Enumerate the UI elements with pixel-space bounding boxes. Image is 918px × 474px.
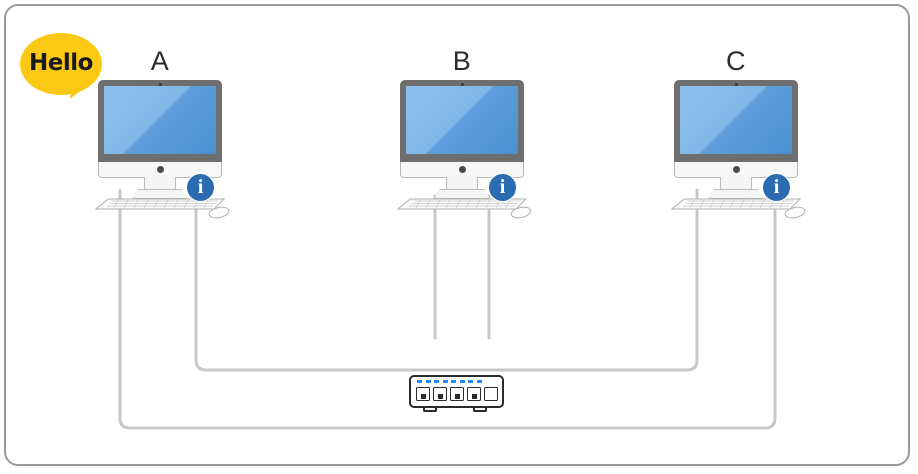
switch-led bbox=[451, 380, 456, 383]
webcam-dot-icon bbox=[460, 82, 464, 86]
screen bbox=[680, 86, 792, 154]
switch-led bbox=[442, 380, 448, 383]
speech-bubble-body-icon bbox=[20, 33, 102, 95]
switch-led bbox=[434, 380, 439, 383]
workstation-a-label: A bbox=[150, 46, 170, 76]
workstation-c[interactable]: C i bbox=[666, 46, 806, 219]
monitor-stand-neck bbox=[720, 177, 752, 191]
workstation-b[interactable]: B i bbox=[392, 46, 532, 219]
monitor-icon bbox=[400, 80, 524, 162]
switch-foot bbox=[423, 407, 437, 412]
mouse-icon bbox=[784, 206, 806, 219]
switch-port-row bbox=[416, 387, 498, 401]
switch-port-rj45[interactable] bbox=[467, 387, 481, 401]
apple-logo-dot-icon bbox=[732, 166, 740, 173]
speech-bubble: Hello bbox=[20, 33, 102, 103]
switch-led bbox=[417, 380, 422, 383]
apple-logo-dot-icon bbox=[458, 166, 466, 173]
monitor-stand-neck bbox=[446, 177, 478, 191]
info-icon[interactable]: i bbox=[186, 173, 215, 202]
switch-led bbox=[468, 380, 473, 383]
webcam-dot-icon bbox=[734, 82, 738, 86]
screen bbox=[104, 86, 216, 154]
switch-port-blank[interactable] bbox=[484, 387, 498, 401]
keyboard-icon bbox=[396, 198, 528, 210]
switch-led bbox=[459, 380, 465, 383]
info-icon[interactable]: i bbox=[488, 173, 517, 202]
switch-led bbox=[425, 380, 431, 383]
webcam-dot-icon bbox=[158, 82, 162, 86]
switch-port-rj45[interactable] bbox=[433, 387, 447, 401]
mouse-icon bbox=[208, 206, 230, 219]
monitor-icon bbox=[98, 80, 222, 162]
switch-led bbox=[476, 380, 482, 383]
mouse-icon bbox=[510, 206, 532, 219]
apple-logo-dot-icon bbox=[156, 166, 164, 173]
switch-port-rj45[interactable] bbox=[416, 387, 430, 401]
monitor-icon bbox=[674, 80, 798, 162]
network-switch-icon[interactable] bbox=[409, 375, 504, 412]
workstation-a[interactable]: A i bbox=[90, 46, 230, 219]
workstation-c-label: C bbox=[726, 46, 746, 76]
switch-port-rj45[interactable] bbox=[450, 387, 464, 401]
switch-foot bbox=[473, 407, 487, 412]
info-icon[interactable]: i bbox=[762, 173, 791, 202]
switch-led-row bbox=[417, 380, 482, 383]
monitor-stand-neck bbox=[144, 177, 176, 191]
speech-bubble-text: Hello bbox=[29, 50, 93, 76]
workstation-b-label: B bbox=[452, 46, 472, 76]
screen bbox=[406, 86, 518, 154]
